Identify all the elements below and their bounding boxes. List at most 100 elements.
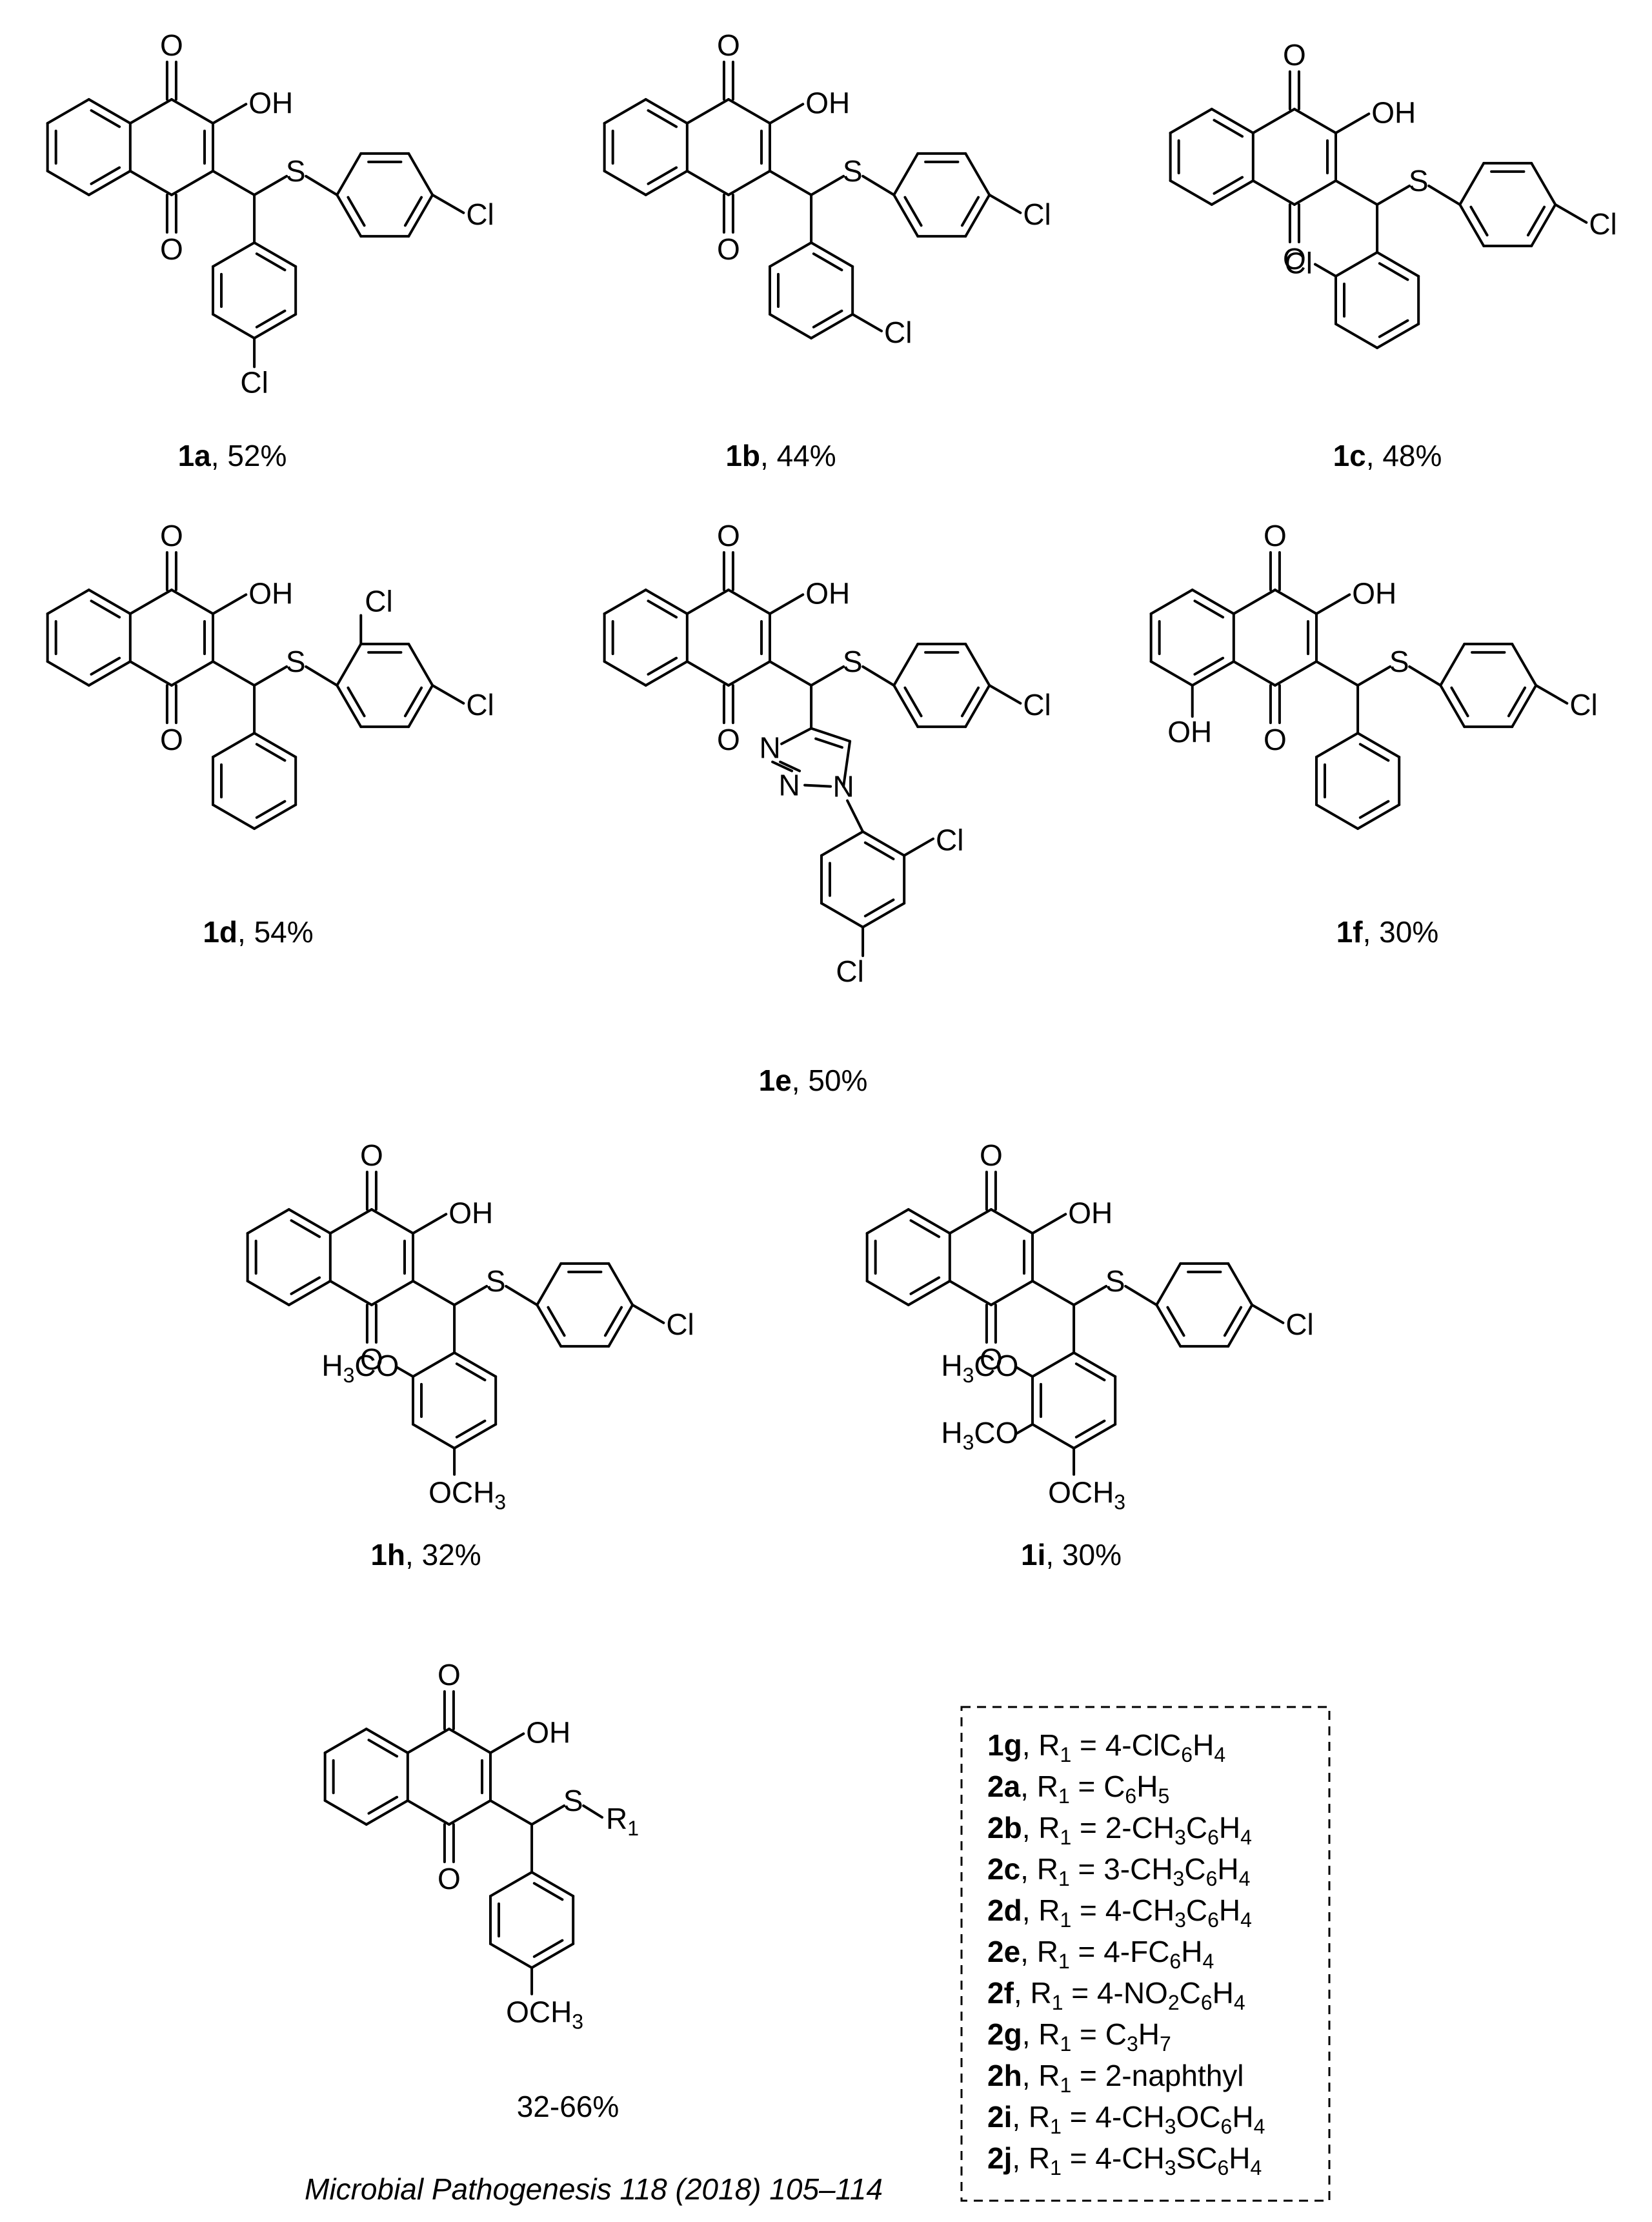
ring-bond <box>336 684 363 729</box>
ring-bond <box>685 589 730 615</box>
ring-bond-inner <box>960 196 980 227</box>
bond <box>1535 684 1569 705</box>
ring-bond <box>1210 179 1254 206</box>
bond <box>1335 179 1379 206</box>
ring-bond <box>685 98 730 125</box>
compound-caption: 1f, 30% <box>1336 915 1439 949</box>
ring-bond-inner <box>1213 119 1244 138</box>
bond <box>212 660 256 687</box>
ring-bond <box>536 1304 563 1348</box>
carbonyl-oxygen-top: O <box>360 1138 383 1172</box>
ring-bond <box>1232 589 1276 615</box>
bond <box>1251 1304 1285 1324</box>
carbonyl-oxygen-top: O <box>717 519 740 552</box>
ring-bond <box>685 170 730 196</box>
ring-bond-inner <box>1378 319 1409 338</box>
ring-bond-inner <box>647 166 678 185</box>
ring-bond <box>1439 642 1466 687</box>
ring-bond <box>607 1304 634 1348</box>
bond <box>431 684 465 705</box>
methoxy-group: H3CO <box>321 1349 399 1387</box>
ring-bond <box>1315 803 1360 830</box>
ring-bond <box>87 589 132 615</box>
ring-bond <box>128 170 173 196</box>
ring-bond <box>530 1943 575 1969</box>
ring-bond-inner <box>909 1219 941 1238</box>
compound-id: 1h <box>370 1538 405 1571</box>
bond <box>1356 665 1392 687</box>
ring-bond <box>989 1208 1034 1235</box>
sulfur-atom: S <box>1409 164 1429 197</box>
ring-bond <box>170 660 214 687</box>
legend-entry: 2b, R1 = 2-CH3C6H4 <box>987 1811 1252 1849</box>
bond <box>505 1285 539 1306</box>
ring-bond <box>1169 108 1213 134</box>
ring-bond <box>253 803 297 830</box>
compound-yield: , 52% <box>211 439 287 472</box>
ring-bond <box>964 152 991 196</box>
carbonyl-oxygen-top: O <box>438 1658 461 1692</box>
ring-bond-inner <box>290 1276 321 1295</box>
hydroxyl-group: OH <box>448 1196 493 1229</box>
carbonyl-oxygen-top: O <box>160 28 183 62</box>
ring-bond <box>1293 108 1337 134</box>
legend-entry: 2g, R1 = C3H7 <box>987 2017 1171 2055</box>
methoxy-group: H3CO <box>941 1416 1018 1454</box>
ring-bond-inner <box>647 109 678 128</box>
carbonyl-oxygen-bottom: O <box>1283 242 1306 276</box>
ring-bond <box>87 660 132 687</box>
compound-yield: , 30% <box>1045 1538 1122 1571</box>
hydroxyl-bond <box>769 103 805 125</box>
ring-bond <box>1169 179 1213 206</box>
ring-bond <box>412 1351 456 1378</box>
nitrogen-atom: N <box>778 769 800 802</box>
citation: Microbial Pathogenesis 118 (2018) 105–11… <box>305 2172 883 2206</box>
ring-bond <box>46 170 90 196</box>
ring-bond <box>603 98 647 125</box>
chlorine-atom: Cl <box>666 1308 694 1341</box>
chlorine-atom: Cl <box>1589 207 1617 241</box>
methoxy-group: OCH3 <box>1048 1476 1125 1514</box>
ring-bond <box>603 660 647 687</box>
carbonyl-oxygen-bottom: O <box>160 723 183 756</box>
ring-bond-inner <box>1193 600 1225 619</box>
ring-bond <box>1031 1423 1076 1449</box>
ring-bond-inner <box>90 656 121 676</box>
ring-bond-inner <box>1223 1306 1243 1337</box>
ring-bond <box>212 241 256 268</box>
bond <box>988 684 1022 705</box>
ring-bond <box>1315 732 1360 758</box>
ring-bond <box>407 194 434 238</box>
ring-bond-inner <box>603 1306 623 1337</box>
bond <box>1376 185 1411 206</box>
ring-bond <box>1356 803 1401 830</box>
compound-yield: , 54% <box>237 915 314 949</box>
ring-bond <box>1232 660 1276 687</box>
nitrogen-atom: N <box>759 731 780 765</box>
ring-bond <box>1031 1351 1076 1378</box>
ring-bond <box>246 1280 290 1306</box>
hydroxyl-bond <box>1335 112 1371 134</box>
ring-bond <box>406 1728 450 1754</box>
sulfur-atom: S <box>286 645 306 678</box>
ring-bond <box>1530 161 1557 206</box>
ring-bond <box>779 760 801 773</box>
ring-bond-inner <box>255 252 287 272</box>
compound-caption: 1i, 30% <box>1021 1538 1122 1571</box>
ring-bond <box>644 170 689 196</box>
ring-bond-inner <box>1469 205 1489 237</box>
ring-bond <box>128 660 173 687</box>
compound-caption: 1e, 50% <box>759 1064 868 1097</box>
ring-bond-inner <box>903 686 923 718</box>
hydroxyl-bond <box>1031 1213 1067 1235</box>
ring-bond <box>842 740 852 788</box>
ring-bond <box>128 98 173 125</box>
ring-bond <box>328 1280 373 1306</box>
ring-bond <box>447 1799 492 1826</box>
hydroxyl-group: OH <box>805 576 850 610</box>
ring-bond <box>964 684 991 729</box>
ring-bond <box>287 1208 332 1235</box>
